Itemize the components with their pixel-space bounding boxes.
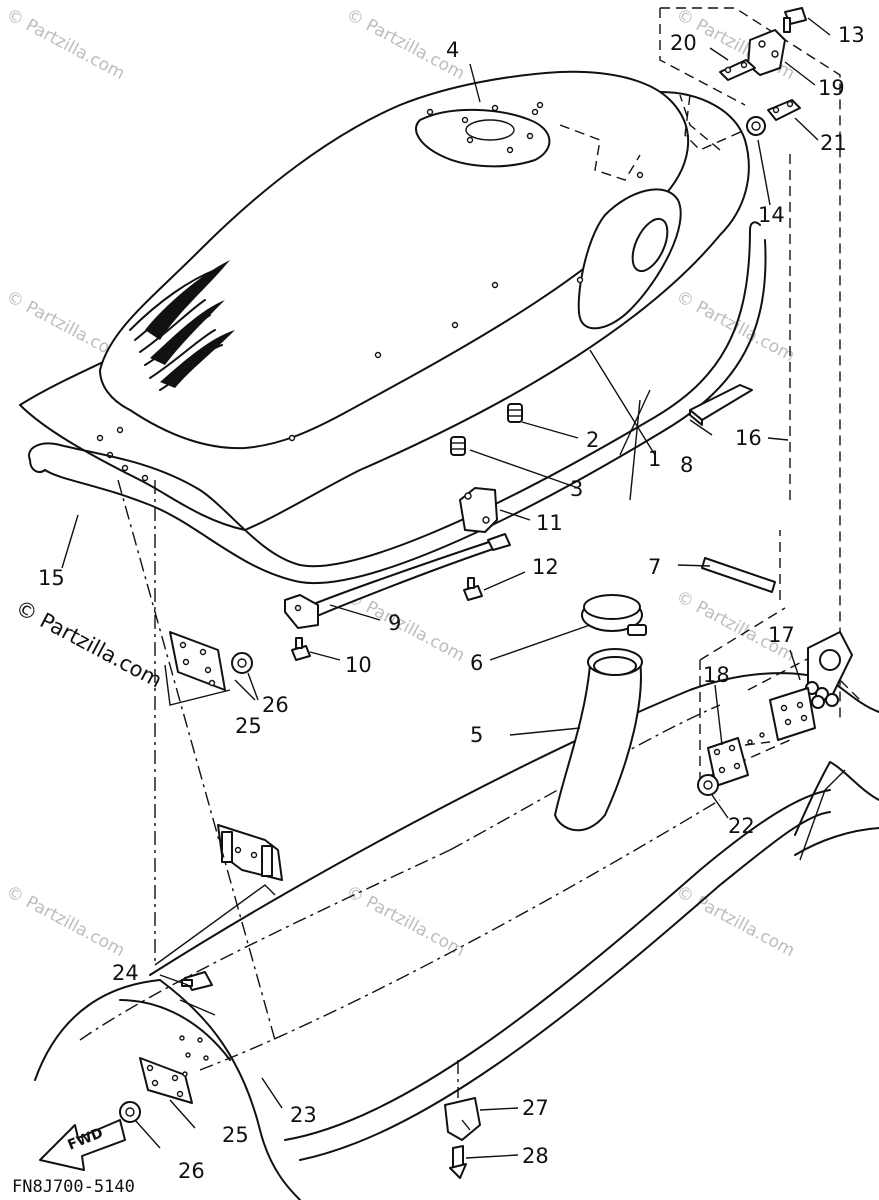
- callout-12: 12: [532, 555, 559, 579]
- watermark: © Partzilla.com: [343, 882, 468, 961]
- callout-18: 18: [703, 663, 730, 687]
- callout-24: 24: [112, 961, 139, 985]
- watermark: © Partzilla.com: [673, 882, 798, 961]
- callout-26-lower: 26: [178, 1159, 205, 1183]
- callout-labels: 1 2 3 4 5 6 7 8 9 10 11 12 13 14 15 16 1…: [38, 23, 865, 1183]
- watermark: © Partzilla.com: [3, 882, 128, 961]
- callout-7: 7: [648, 555, 661, 579]
- callout-9: 9: [388, 611, 401, 635]
- drawing-code: FN8J700-5140: [12, 1177, 135, 1197]
- callout-28: 28: [522, 1144, 549, 1168]
- callout-23: 23: [290, 1103, 317, 1127]
- callout-25-upper: 25: [235, 714, 262, 738]
- callout-15: 15: [38, 566, 65, 590]
- seat-gasket: [28, 221, 767, 584]
- callout-5: 5: [470, 723, 483, 747]
- callout-25-lower: 25: [222, 1123, 249, 1147]
- hose: [554, 594, 647, 832]
- callout-1: 1: [648, 447, 661, 471]
- callout-16: 16: [735, 426, 762, 450]
- latch-bracket: [284, 487, 511, 629]
- clip-rivet: [444, 1060, 481, 1179]
- callout-27: 27: [522, 1096, 549, 1120]
- watermark: © Partzilla.com: [3, 5, 128, 84]
- pad: [701, 557, 776, 593]
- fwd-arrow: FWD: [39, 1119, 126, 1171]
- leader-lines: [61, 17, 831, 1159]
- callout-2: 2: [586, 428, 599, 452]
- seat: [19, 70, 750, 531]
- callout-3: 3: [570, 477, 583, 501]
- callout-21: 21: [820, 131, 847, 155]
- callout-8: 8: [680, 453, 693, 477]
- springs: [450, 403, 523, 456]
- hinge-parts-top: [659, 7, 841, 720]
- left-hinge-parts: [117, 479, 283, 1123]
- callout-26-upper: 26: [262, 693, 289, 717]
- callout-13: 13: [838, 23, 865, 47]
- callout-19: 19: [818, 76, 845, 100]
- side-latch-parts: [697, 150, 861, 796]
- callout-11: 11: [536, 511, 563, 535]
- callout-6: 6: [470, 651, 483, 675]
- strap: [689, 384, 753, 426]
- callout-17: 17: [768, 623, 795, 647]
- callout-4: 4: [446, 38, 459, 62]
- bolts: [291, 577, 483, 661]
- callout-14: 14: [758, 203, 785, 227]
- callout-20: 20: [670, 31, 697, 55]
- watermark-main: © Partzilla.com: [12, 595, 166, 692]
- callout-22: 22: [728, 814, 755, 838]
- callout-10: 10: [345, 653, 372, 677]
